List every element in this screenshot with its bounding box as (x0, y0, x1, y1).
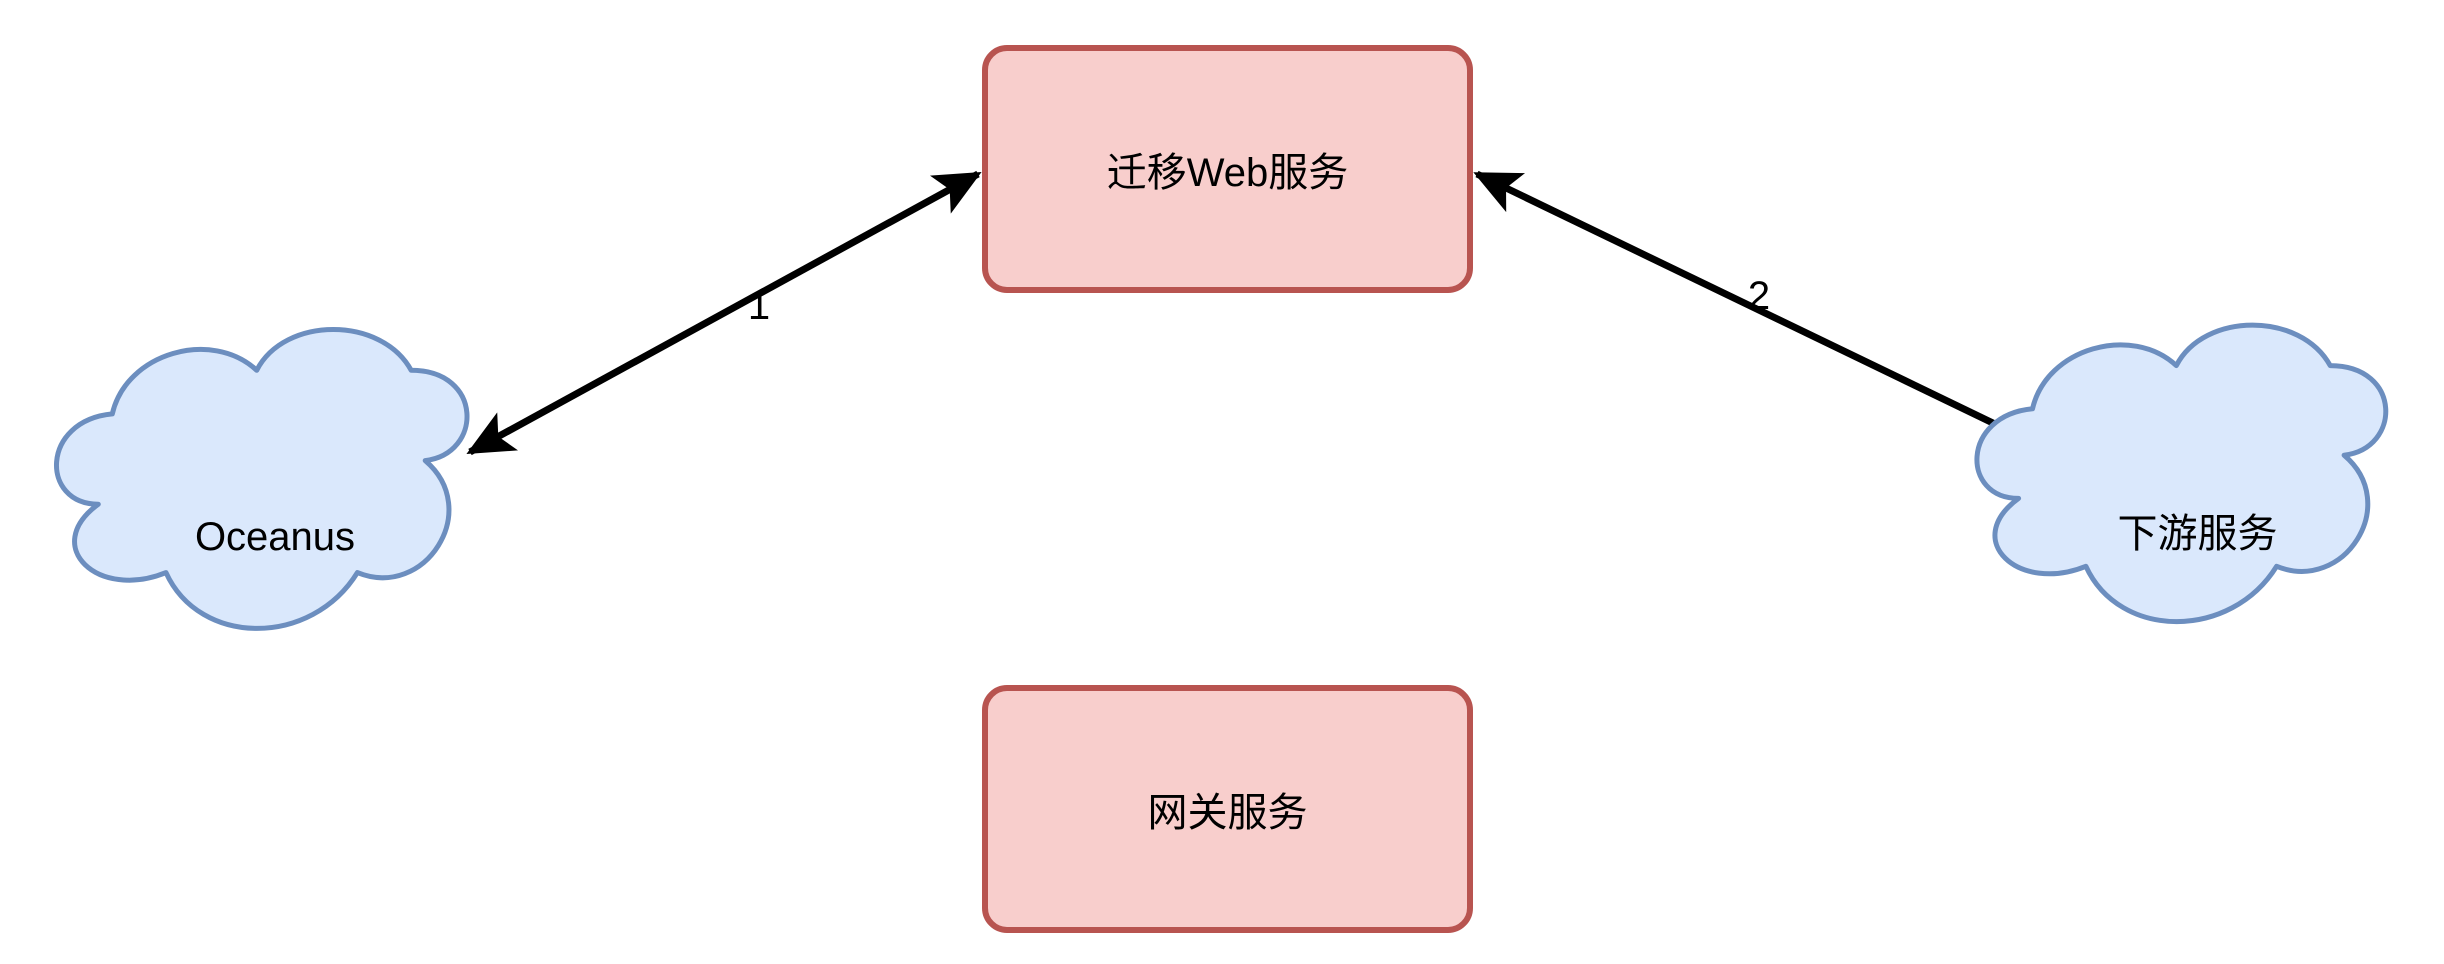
node-gateway-service[interactable]: 网关服务 (985, 688, 1470, 930)
edge-2-label[interactable]: 2 (1747, 274, 1771, 318)
node-downstream-service-label: 下游服务 (2117, 511, 2278, 556)
node-migration-web-service[interactable]: 迁移Web服务 (985, 48, 1470, 290)
edge-1-line[interactable] (466, 170, 982, 456)
edge-2-line[interactable] (1473, 170, 2057, 456)
node-downstream-service[interactable]: 下游服务 (1975, 392, 2420, 667)
node-oceanus[interactable]: Oceanus (55, 398, 495, 676)
node-gateway-service-label: 网关服务 (1147, 791, 1308, 835)
node-migration-web-service-label: 迁移Web服务 (1106, 151, 1349, 195)
node-downstream-service-shape[interactable] (1974, 322, 2389, 624)
node-oceanus-label: Oceanus (194, 514, 356, 559)
node-migration-web-service-shape[interactable] (982, 45, 1473, 293)
edge-1-label[interactable]: 1 (747, 284, 771, 328)
node-gateway-service-shape[interactable] (982, 685, 1473, 933)
node-oceanus-shape[interactable] (53, 327, 470, 631)
